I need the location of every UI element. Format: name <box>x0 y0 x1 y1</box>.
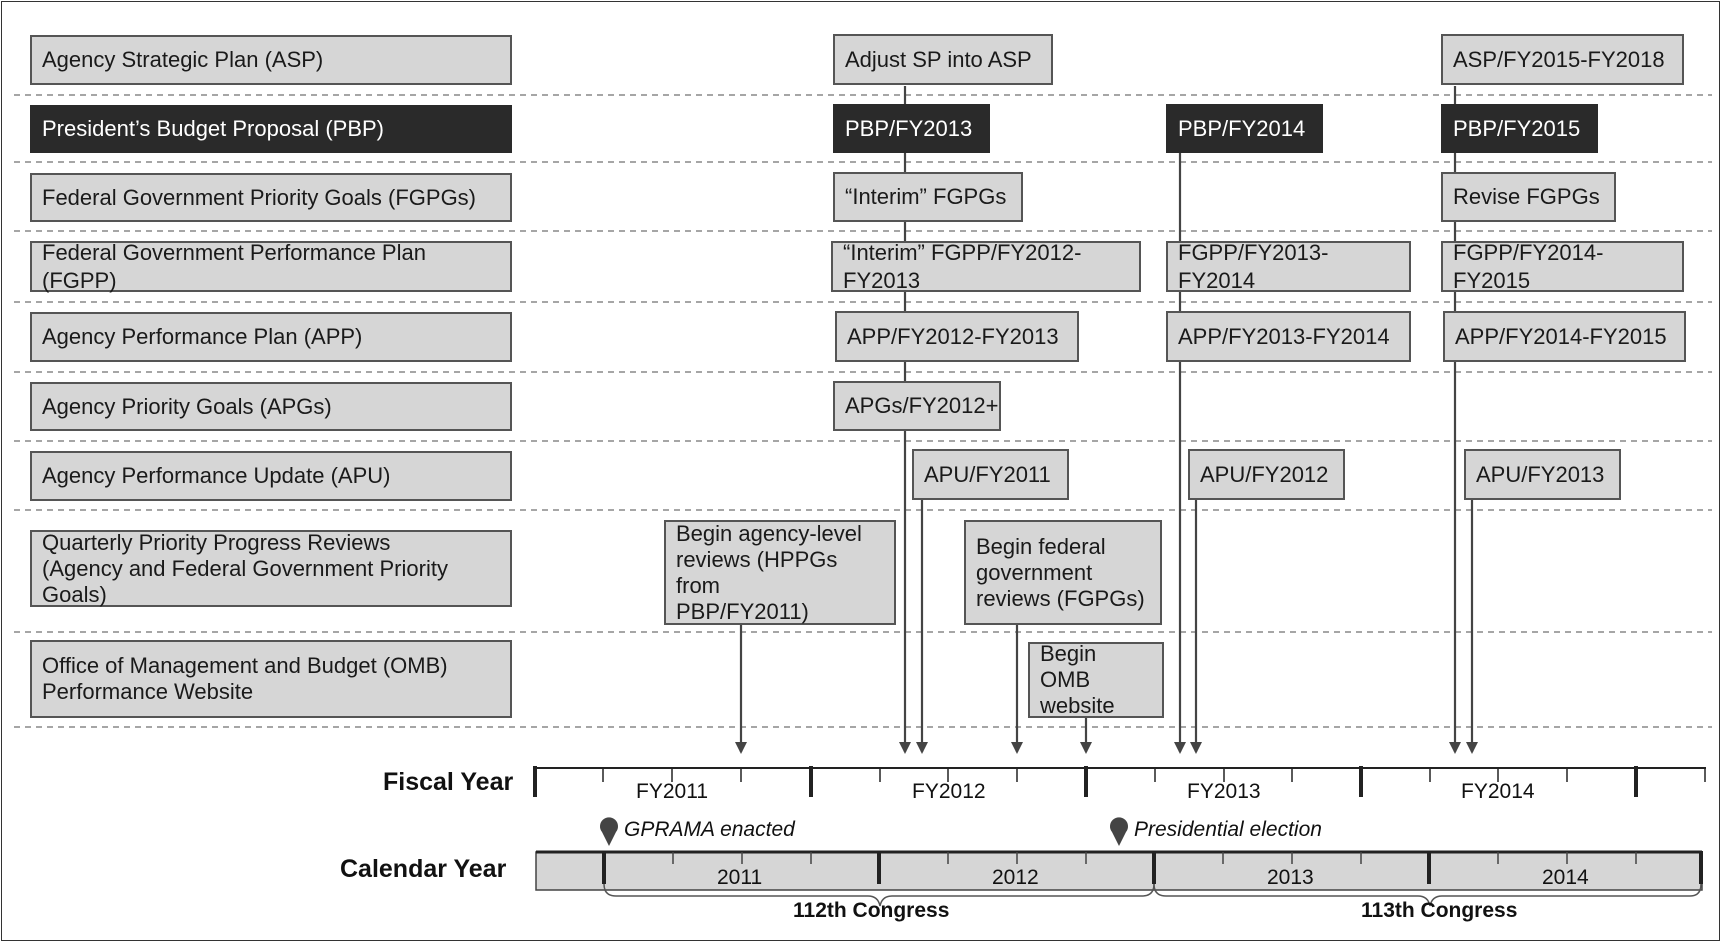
row-label-fgpg: Federal Government Priority Goals (FGPGs… <box>30 173 512 222</box>
milestone-fgpp-2014: FGPP/FY2014-FY2015 <box>1441 240 1684 293</box>
milestone-pbp-2015: PBP/FY2015 <box>1441 104 1598 153</box>
calendar-year-axis <box>535 850 1703 907</box>
milestone-pbp-2014: PBP/FY2014 <box>1166 104 1323 153</box>
congress-112th: 112th Congress <box>793 899 950 922</box>
cal-label-2012: 2012 <box>992 866 1039 889</box>
milestone-revise-fgpg: Revise FGPGs <box>1441 172 1616 222</box>
fy-label-2011: FY2011 <box>636 780 708 803</box>
event-gprama-enacted: GPRAMA enacted <box>624 818 795 841</box>
milestone-fgpp-2013: FGPP/FY2013-FY2014 <box>1166 240 1411 293</box>
milestone-asp-2015: ASP/FY2015-FY2018 <box>1441 34 1684 85</box>
milestone-interim-fgpp: “Interim” FGPP/FY2012-FY2013 <box>831 240 1141 293</box>
milestone-app-2012: APP/FY2012-FY2013 <box>835 311 1079 362</box>
row-label-apg: Agency Priority Goals (APGs) <box>30 382 512 431</box>
milestone-agency-reviews: Begin agency-level reviews (HPPGs from P… <box>664 520 896 625</box>
fy-label-2012: FY2012 <box>912 780 986 803</box>
row-label-app: Agency Performance Plan (APP) <box>30 312 512 362</box>
fiscal-year-title: Fiscal Year <box>383 768 514 796</box>
event-presidential-election: Presidential election <box>1134 818 1322 841</box>
row-label-fgpp: Federal Government Performance Plan (FGP… <box>30 240 512 293</box>
row-label-apu: Agency Performance Update (APU) <box>30 451 512 501</box>
cal-label-2014: 2014 <box>1542 866 1589 889</box>
row-label-reviews: Quarterly Priority Progress Reviews (Age… <box>30 530 512 607</box>
milestone-federal-reviews: Begin federal government reviews (FGPGs) <box>964 520 1162 625</box>
fiscal-year-axis <box>533 766 1706 797</box>
row-separators <box>14 94 1712 728</box>
cal-label-2013: 2013 <box>1267 866 1314 889</box>
milestone-app-2014: APP/FY2014-FY2015 <box>1443 311 1686 362</box>
milestone-interim-fgpg: “Interim” FGPGs <box>833 172 1023 222</box>
brace-112th-congress <box>603 883 1155 907</box>
milestone-pbp-2013: PBP/FY2013 <box>833 104 990 153</box>
cal-label-2011: 2011 <box>717 866 763 889</box>
pin-gprama-icon <box>600 817 618 846</box>
milestone-apu-2012: APU/FY2012 <box>1188 449 1345 500</box>
milestone-apu-2011: APU/FY2011 <box>912 449 1069 500</box>
event-pins <box>600 817 1128 846</box>
milestone-app-2013: APP/FY2013-FY2014 <box>1166 311 1411 362</box>
milestone-omb-website: Begin OMB website <box>1028 641 1164 718</box>
milestone-apu-2013: APU/FY2013 <box>1464 449 1621 500</box>
brace-113th-congress <box>1153 883 1702 907</box>
row-label-pbp: President’s Budget Proposal (PBP) <box>30 105 512 153</box>
calendar-year-title: Calendar Year <box>340 855 507 883</box>
pin-election-icon <box>1110 817 1128 846</box>
row-label-asp: Agency Strategic Plan (ASP) <box>30 35 512 85</box>
milestone-apg-2012: APGs/FY2012+ <box>833 381 1001 431</box>
milestone-adjust-sp: Adjust SP into ASP <box>833 34 1053 85</box>
fy-label-2014: FY2014 <box>1461 780 1535 803</box>
congress-113th: 113th Congress <box>1361 899 1518 922</box>
fy-label-2013: FY2013 <box>1187 780 1261 803</box>
row-label-omb: Office of Management and Budget (OMB) Pe… <box>30 640 512 718</box>
